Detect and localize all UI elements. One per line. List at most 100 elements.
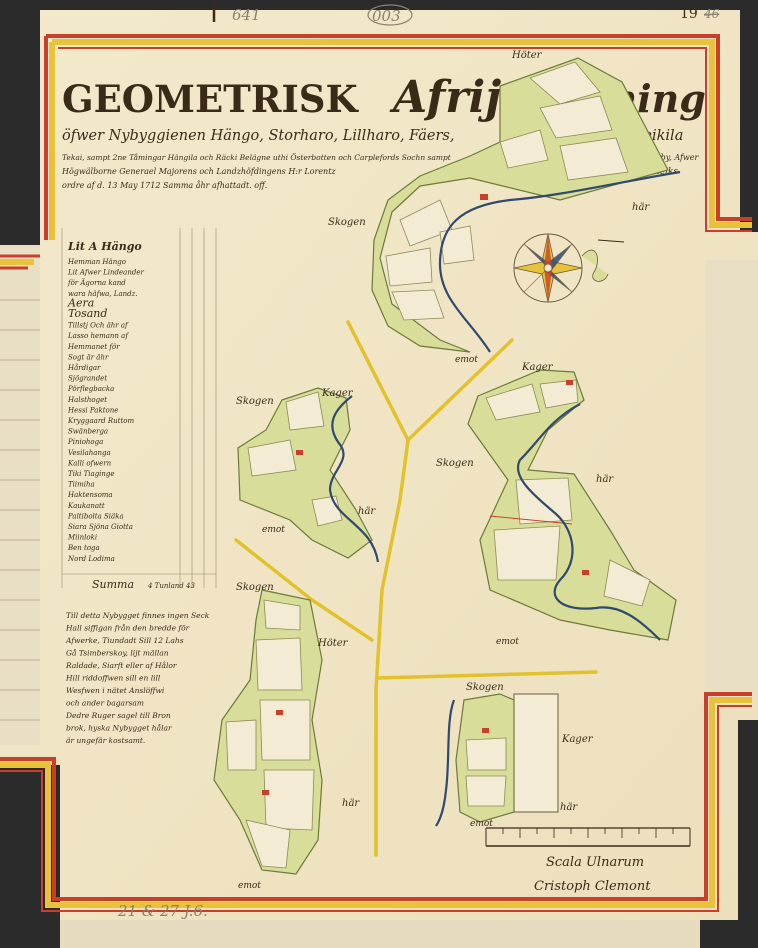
- bottom-right-river: [435, 699, 456, 827]
- mid-left-river: [328, 395, 380, 563]
- legend-entry: Lit Afwer Lindeander: [67, 269, 144, 277]
- legend-entry: Hemmanet för: [67, 343, 120, 351]
- legend-header: Lit A Hängo: [67, 240, 142, 253]
- top-label-skogen: Skogen: [328, 217, 366, 228]
- legend-entry: Piniohoga: [67, 438, 103, 446]
- corner-number: 19: [680, 6, 698, 22]
- legend-entry: Tillstj Och ähr af: [68, 322, 129, 330]
- paper-sheet: [0, 10, 758, 920]
- title-line3-right: Stora by, Afwer: [636, 153, 699, 162]
- surveyor-signature: Cristoph Clemont: [534, 879, 651, 894]
- mid-right-label-emot: emot: [496, 637, 519, 647]
- map-bottom-right: Skogen Kager här emot: [435, 682, 594, 829]
- compass-rose: [513, 233, 625, 303]
- right-adjacent-sheet: [700, 250, 758, 700]
- scale-label: Scala Ulnarum: [546, 855, 644, 870]
- legend-note-line: Hall siffigan från den bredde för: [65, 624, 190, 633]
- legend-entry: Tiki Tiaginge: [68, 470, 115, 478]
- legend-entry: Aera: [67, 296, 94, 309]
- legend-note-line: Afwerke, Tiundadt Sill 12 Lahs: [65, 636, 184, 645]
- legend-summa: Summa: [92, 578, 134, 591]
- legend-entry: Sjögrandet: [68, 375, 107, 383]
- legend-note-line: är ungefär kostsamt.: [66, 736, 145, 745]
- legend-entry: Lasso hemann af: [67, 332, 129, 340]
- title-geometrisk: GEOMETRISK: [62, 77, 359, 121]
- legend-entry: Halsthoget: [67, 396, 107, 404]
- mid-left-label-har: här: [358, 506, 376, 517]
- legend-entry: för Ägorna kand: [67, 278, 126, 287]
- mid-left-label-skogen: Skogen: [236, 396, 274, 407]
- legend-entry: Nord Lodima: [67, 555, 115, 563]
- legend-note: Till detta Nybygget finnes ingen SeckHal…: [65, 611, 210, 745]
- bottom-right-label-emot: emot: [470, 819, 493, 829]
- legend-entry: Hårdigar: [67, 363, 101, 372]
- bottom-right-label-har: här: [560, 802, 578, 813]
- legend-entry: Vesilahanga: [68, 449, 111, 457]
- legend-entry: Swänberga: [68, 428, 108, 436]
- title-line4-right: Cleiks: [650, 167, 678, 177]
- legend-note-line: Raldade, Siarft eller af Hålor: [65, 661, 177, 670]
- legend-note-line: Dedre Ruger sagel till Bron: [65, 711, 171, 720]
- sheet-number: 641: [232, 6, 261, 24]
- title-line2: öfwer Nybyggienen Hängo, Storharo, Lillh…: [62, 128, 454, 144]
- road-east: [406, 338, 514, 442]
- legend-entry: Siara Sjöna Giotta: [68, 523, 133, 531]
- legend-entry: Pörflegbacka: [67, 385, 114, 393]
- farmhouse-marker: [480, 194, 488, 200]
- legend-entry: Sogt är ähr: [68, 353, 109, 361]
- map-middle-right: Kager Skogen här emot: [436, 362, 677, 647]
- legend-entry: Ben toga: [67, 544, 100, 552]
- legend-entry: Tosand: [68, 307, 107, 320]
- title-afrij: Afrij: [389, 72, 501, 123]
- bottom-left-label-har: här: [342, 798, 360, 809]
- mid-left-label-emot: emot: [262, 525, 285, 535]
- legend-note-line: brok, hyska Nybygget hålar: [66, 724, 172, 733]
- legend-note-line: Hill riddoffwen sill en lill: [65, 674, 161, 683]
- legend-note-line: Gå Tsimberskoy, lijt mällan: [66, 649, 169, 658]
- mid-right-label-kager: Kager: [521, 362, 554, 373]
- bottom-left-label-emot: emot: [238, 881, 261, 891]
- legend-entry: Kryggaard Ruttom: [67, 417, 135, 425]
- legend-summa-value: 4 Tunland 43: [147, 582, 195, 590]
- legend-entry: wara häfwa, Landz.: [68, 290, 138, 298]
- circled-number: 003: [372, 7, 401, 25]
- top-label-emot: emot: [455, 355, 478, 365]
- road-south: [376, 670, 598, 680]
- map-top-village: Höter här emot Skogen: [328, 50, 681, 365]
- map-bottom-left: Skogen Höter här emot: [213, 582, 360, 891]
- top-label-hoter: Höter: [511, 50, 543, 61]
- legend-entry: Miinloki: [67, 534, 97, 542]
- boundary-line: [489, 515, 573, 525]
- roads: [234, 320, 598, 857]
- legend-note-line: Till detta Nybygget finnes ingen Seck: [66, 611, 210, 620]
- mid-left-label-kager: Kager: [321, 388, 354, 399]
- corner-number-struck: 46: [703, 7, 720, 21]
- legend-entry: Kalli ofwern: [67, 459, 112, 467]
- title-line3: Tekai, sampt 2ne Tåmingar Hängila och Rä…: [62, 153, 452, 162]
- bottom-right-label-kager: Kager: [561, 734, 594, 745]
- decorative-border: [0, 34, 752, 912]
- map-middle-left: Kager Skogen här emot: [236, 387, 380, 563]
- bottom-left-label-skogen: Skogen: [236, 582, 274, 593]
- open-meadow: [513, 693, 559, 813]
- bottom-left-label-hoter: Höter: [317, 638, 349, 649]
- bottom-right-label-skogen: Skogen: [466, 682, 504, 693]
- mid-right-label-har: här: [596, 474, 614, 485]
- title-line4: Högwälborne Generael Majorens och Landzh…: [61, 167, 336, 176]
- legend-note-line: och ander bagarsam: [66, 699, 144, 708]
- legend-entry: Hemman Hängo: [67, 258, 126, 266]
- mid-right-label-skogen: Skogen: [436, 458, 474, 469]
- road-west: [234, 538, 374, 642]
- legend-entry: Hessi Paktone: [67, 406, 118, 414]
- circled-number-ring: [367, 4, 413, 26]
- top-river: [438, 170, 681, 353]
- legend-entry: Kaukanatt: [67, 502, 105, 510]
- bottom-pencil-note: 21 & 27 J.6.: [117, 902, 208, 920]
- legend-entry: Tiimiha: [68, 481, 95, 489]
- legend-note-line: Wesfwen i nätet Anslöffwi: [66, 686, 165, 695]
- title-block: GEOMETRISK Afrij tning öfwer Nybyggienen…: [61, 72, 706, 190]
